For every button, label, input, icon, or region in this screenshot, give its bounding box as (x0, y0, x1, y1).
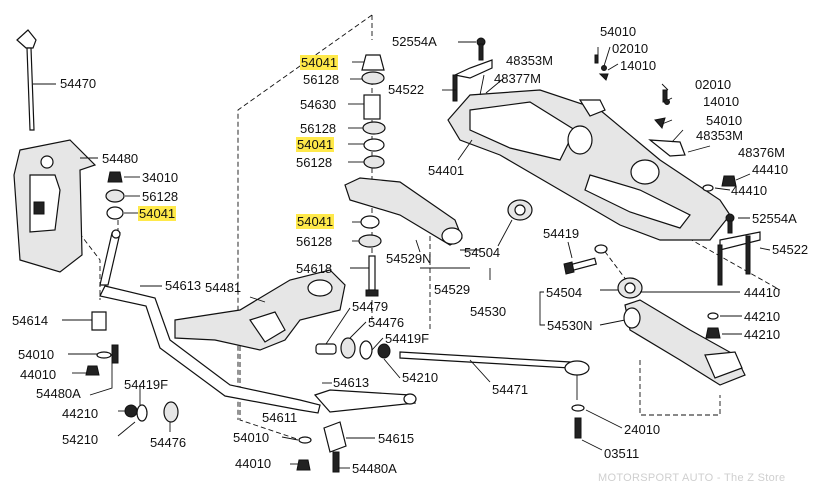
part-54470-rod (16, 29, 37, 131)
label-56128-top: 56128 (303, 72, 340, 87)
label-54613-right: 54613 (333, 375, 370, 390)
label-54530: 54530 (470, 304, 507, 319)
label-54630: 54630 (300, 97, 337, 112)
label-54522: 54522 (388, 82, 425, 97)
label-54611: 54611 (262, 410, 298, 425)
label-14010-top: 14010 (620, 58, 657, 73)
label-54010-right: 54010 (706, 113, 743, 128)
subframe-dashed-outline (237, 14, 721, 441)
part-54504-bushing-lower (617, 277, 643, 299)
label-54401: 54401 (428, 163, 465, 178)
label-52554A: 52554A (392, 34, 437, 49)
right-lower-fasteners (705, 312, 721, 339)
label-44210: 44210 (62, 406, 99, 421)
mount-dashed-guide (371, 80, 781, 320)
label-56128-lower: 56128 (296, 155, 333, 170)
label-44410-mid: 44410 (731, 183, 768, 198)
label-54481: 54481 (205, 280, 242, 295)
label-54419F-center: 54419F (385, 331, 430, 346)
part-54611-stabilizer-bar (99, 285, 321, 414)
label-48376M: 48376M (738, 145, 785, 160)
label-54479: 54479 (352, 299, 389, 314)
label-54618: 54618 (296, 261, 333, 276)
label-56128: 56128 (142, 189, 179, 204)
part-54480-bracket (13, 139, 97, 273)
label-54529N: 54529N (386, 251, 432, 266)
bushing-pair-54041-56128 (358, 215, 382, 248)
label-24010: 24010 (624, 422, 661, 437)
label-54476: 54476 (150, 435, 187, 450)
label-54210: 54210 (62, 432, 99, 447)
label-54480A-center: 54480A (352, 461, 397, 476)
part-54613-link-right (313, 389, 417, 413)
bushing-set-lower-left (124, 401, 179, 423)
label-54504-lower: 54504 (546, 285, 583, 300)
label-44210-upper-right: 44210 (744, 309, 781, 324)
label-14010: 14010 (703, 94, 740, 109)
label-54504: 54504 (464, 245, 501, 260)
label-54615: 54615 (378, 431, 415, 446)
lower-center-bolt-set (296, 436, 340, 473)
label-54210-center: 54210 (402, 370, 439, 385)
label-48353M-right: 48353M (696, 128, 743, 143)
part-54529-arm (344, 177, 463, 246)
label-54530N: 54530N (547, 318, 593, 333)
label-44010: 44010 (20, 367, 57, 382)
label-54041-mid-highlighted: 54041 (296, 137, 335, 152)
part-54401-crossmember (447, 89, 731, 241)
label-44410-lower: 44410 (744, 285, 781, 300)
part-54615-clamp (323, 421, 347, 453)
left-bolt-set (85, 344, 119, 376)
label-52554A-right: 52554A (752, 211, 797, 226)
label-54041-lower-highlighted: 54041 (296, 214, 335, 229)
label-54480A: 54480A (36, 386, 81, 401)
bushing-set-center (315, 337, 391, 360)
label-54419F: 54419F (124, 377, 169, 392)
label-54470: 54470 (60, 76, 97, 91)
lower-right-bolt (571, 404, 585, 439)
top-bolts-right (578, 54, 686, 157)
label-54529: 54529 (434, 282, 471, 297)
label-54010: 54010 (18, 347, 55, 362)
label-48377M: 48377M (494, 71, 541, 86)
label-54041-highlighted: 54041 (138, 206, 177, 221)
label-54476-center: 54476 (368, 315, 405, 330)
part-54530-arm (623, 299, 746, 386)
label-54614: 54614 (12, 313, 49, 328)
bushing-stack-left (105, 171, 125, 220)
label-44210-lower-right: 44210 (744, 327, 781, 342)
label-48353M: 48353M (506, 53, 553, 68)
label-56128-bottom: 56128 (296, 234, 333, 249)
right-upper-fasteners (594, 175, 761, 286)
label-44010-center: 44010 (235, 456, 272, 471)
label-54480: 54480 (102, 151, 139, 166)
label-54419: 54419 (543, 226, 580, 241)
label-02010: 02010 (695, 77, 732, 92)
label-02010-top: 02010 (612, 41, 649, 56)
label-54613: 54613 (165, 278, 202, 293)
label-34010: 34010 (142, 170, 179, 185)
part-54614-clamp (91, 311, 107, 331)
label-54010-center: 54010 (233, 430, 270, 445)
part-54613-link-left (99, 229, 121, 286)
bushing-stack-center (361, 54, 386, 169)
part-54504-bushing-upper (507, 199, 533, 221)
label-03511: 03511 (604, 446, 640, 461)
label-44410-top: 44410 (752, 162, 789, 177)
part-54419-bolt (563, 257, 598, 275)
part-54481-member (174, 269, 346, 351)
label-54522-right: 54522 (772, 242, 809, 257)
label-54471: 54471 (492, 382, 529, 397)
watermark-text: MOTORSPORT AUTO - The Z Store (598, 472, 786, 484)
part-54618-bolt (365, 255, 379, 297)
label-56128-mid: 56128 (300, 121, 337, 136)
label-54010-top: 54010 (600, 24, 637, 39)
top-bolts-left (452, 37, 493, 102)
label-54041-top-highlighted: 54041 (300, 55, 339, 70)
